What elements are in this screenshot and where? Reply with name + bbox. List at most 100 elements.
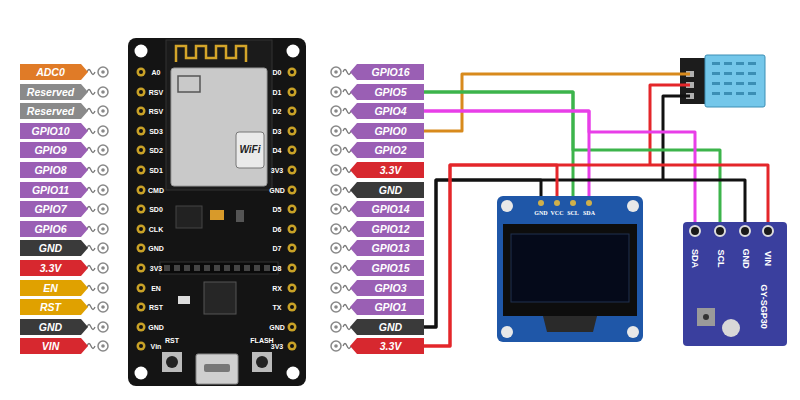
pin-name: GPIO15 xyxy=(372,260,410,276)
pin-silk-label: RX xyxy=(272,285,282,292)
pin-tag: GPIO9 xyxy=(20,142,88,158)
pin-silk-label: D5 xyxy=(273,206,282,213)
pin-tag: GPIO1 xyxy=(350,299,424,315)
pin-silk-label: D2 xyxy=(273,108,282,115)
pin-tag: GPIO13 xyxy=(350,240,424,256)
pin-silk-label: SD3 xyxy=(149,128,163,135)
module-name: GY-SGP30 xyxy=(759,284,768,329)
pin-silk-label: TX xyxy=(273,304,282,311)
pin-tag: GPIO11 xyxy=(20,182,88,198)
pin-tag: 3.3V xyxy=(350,162,424,178)
pin-silk-label: 3V3 xyxy=(150,265,162,272)
pin-tag: GPIO10 xyxy=(20,123,88,139)
pin-name: 3.3V xyxy=(380,338,402,354)
pin-label: SCL xyxy=(567,210,579,216)
pin-silk-label: RSV xyxy=(149,108,163,115)
pin-name: VIN xyxy=(42,338,60,354)
ground-wire xyxy=(663,96,690,180)
pin-tag: GND xyxy=(350,182,424,198)
oled-module: GND VCCSCL SDA xyxy=(497,196,643,342)
pin-tag: GPIO16 xyxy=(350,64,424,80)
pin-silk-label: RSV xyxy=(149,89,163,96)
pin-tag: Reserved xyxy=(20,103,88,119)
pin-name: GND xyxy=(379,319,402,335)
pin-tag: GPIO3 xyxy=(350,280,424,296)
oled-illustration xyxy=(497,196,643,342)
pin-tag: Reserved xyxy=(20,84,88,100)
pin-label: GND xyxy=(741,248,750,268)
pin-name: EN xyxy=(43,280,58,296)
pin-name: GND xyxy=(39,319,62,335)
pin-silk-label: D7 xyxy=(273,245,282,252)
pin-tag: GPIO5 xyxy=(350,84,424,100)
pin-name: GPIO6 xyxy=(34,221,66,237)
pin-silk-label: D6 xyxy=(273,226,282,233)
pin-name: 3.3V xyxy=(40,260,62,276)
pin-label: SDA xyxy=(583,210,595,216)
pin-name: GPIO11 xyxy=(32,182,69,198)
pin-label: VCC xyxy=(551,210,564,216)
pin-name: GPIO9 xyxy=(34,142,66,158)
pin-tag: GND xyxy=(20,240,88,256)
pin-tag: EN xyxy=(20,280,88,296)
pin-silk-label: D8 xyxy=(273,265,282,272)
pin-silk-label: D0 xyxy=(273,69,282,76)
pin-silk-label: D4 xyxy=(273,147,282,154)
pin-silk-label: D3 xyxy=(273,128,282,135)
pin-silk-label: SD1 xyxy=(149,167,163,174)
pin-tag: VIN xyxy=(20,338,88,354)
pin-name: GPIO14 xyxy=(372,201,410,217)
pin-name: RST xyxy=(40,299,61,315)
pin-tag: GPIO15 xyxy=(350,260,424,276)
pin-silk-label: GND xyxy=(148,245,164,252)
pin-name: GPIO2 xyxy=(374,142,406,158)
dht-sensor xyxy=(705,55,765,107)
pin-silk-label: GND xyxy=(148,324,164,331)
pin-silk-label: A0 xyxy=(152,69,161,76)
pin-name: GPIO16 xyxy=(372,64,410,80)
sgp30-module: SDA SCL GND VIN GY-SGP30 xyxy=(683,222,787,346)
pin-tag: GPIO8 xyxy=(20,162,88,178)
pin-tag: GPIO6 xyxy=(20,221,88,237)
pin-label: SDA xyxy=(690,248,699,267)
pin-name: GPIO7 xyxy=(34,201,66,217)
pin-name: GPIO4 xyxy=(374,103,406,119)
pin-name: 3.3V xyxy=(380,162,402,178)
pin-silk-label: Vin xyxy=(151,343,162,350)
pin-tag: GPIO2 xyxy=(350,142,424,158)
pin-name: GPIO3 xyxy=(374,280,406,296)
pin-name: GPIO10 xyxy=(32,123,70,139)
pin-name: Reserved xyxy=(27,103,74,119)
pin-name: GPIO12 xyxy=(372,221,410,237)
pin-silk-label: GND xyxy=(269,187,285,194)
pin-label: SCL xyxy=(716,249,725,267)
pin-silk-label: CLK xyxy=(149,226,163,233)
pin-tag: 3.3V xyxy=(20,260,88,276)
button-label: FLASH xyxy=(250,337,273,344)
pin-tag: GPIO14 xyxy=(350,201,424,217)
pin-tag: GPIO0 xyxy=(350,123,424,139)
pin-name: GND xyxy=(39,240,62,256)
pin-tag: GPIO12 xyxy=(350,221,424,237)
pin-silk-label: 3V3 xyxy=(271,343,283,350)
button-label: RST xyxy=(165,337,179,344)
pin-name: GND xyxy=(379,182,402,198)
sgp30-illustration xyxy=(683,222,787,346)
pin-silk-label: CMD xyxy=(148,187,164,194)
pin-name: ADC0 xyxy=(36,64,65,80)
shield-logo: WiFi xyxy=(239,145,260,155)
pin-name: Reserved xyxy=(27,84,74,100)
pin-label: GND xyxy=(534,210,547,216)
pin-silk-label: D1 xyxy=(273,89,282,96)
pin-name: GPIO0 xyxy=(374,123,406,139)
pin-tag: 3.3V xyxy=(350,338,424,354)
pin-silk-label: RST xyxy=(149,304,163,311)
pin-tag: GND xyxy=(350,319,424,335)
pin-tag: GPIO4 xyxy=(350,103,424,119)
pin-label: VIN xyxy=(763,250,772,265)
pin-name: GPIO13 xyxy=(372,240,410,256)
pin-tag: RST xyxy=(20,299,88,315)
pin-silk-label: SD2 xyxy=(149,147,163,154)
